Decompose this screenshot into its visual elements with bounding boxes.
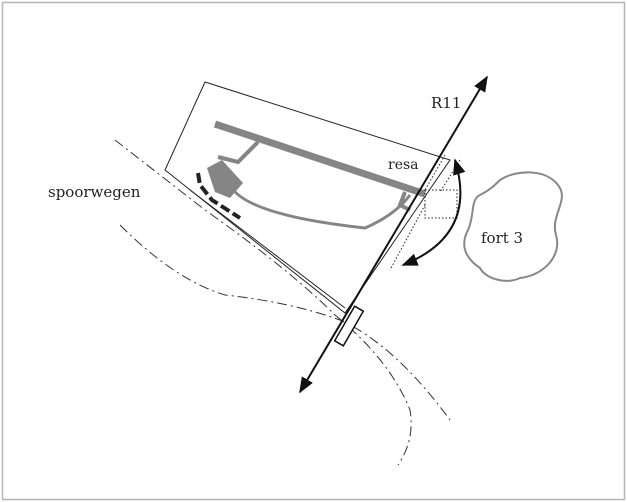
label-road: R11 xyxy=(431,94,461,112)
road-tunnel xyxy=(333,305,365,347)
diversion-arrow xyxy=(401,158,466,266)
dashed-building xyxy=(196,172,242,220)
label-fort: fort 3 xyxy=(481,229,523,247)
railway-line-lower xyxy=(119,224,451,421)
railway-line-upper xyxy=(114,139,412,466)
taxiway-curve xyxy=(228,184,412,230)
runway-connector xyxy=(217,140,260,165)
apron xyxy=(207,160,243,198)
road-r11 xyxy=(299,75,488,394)
label-resa: resa xyxy=(388,157,419,173)
fort-outline xyxy=(463,171,563,282)
label-railway: spoorwegen xyxy=(48,183,141,201)
fence-line xyxy=(189,189,346,309)
